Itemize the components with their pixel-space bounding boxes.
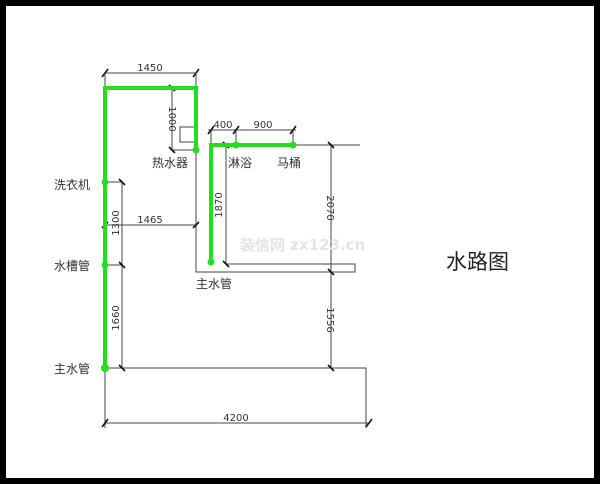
- water-heater-box: [179, 126, 196, 143]
- dim-total-width: 4200: [223, 413, 248, 424]
- water-pipes: [101, 86, 297, 372]
- dim-right-upper: 2070: [324, 195, 335, 220]
- label-main-pipe-left: 主水管: [54, 361, 90, 376]
- label-water-heater: 热水器: [152, 156, 188, 170]
- watermark: 装信网 zx123.cn: [239, 236, 365, 254]
- dim-washer-to-sink: 1300: [111, 210, 122, 235]
- label-shower: 淋浴: [228, 156, 252, 170]
- dim-shower-offset: 400: [213, 120, 232, 131]
- dim-riser: 1870: [214, 192, 225, 217]
- dim-heater-drop: 1000: [166, 106, 177, 131]
- diagram-title: 水路图: [446, 250, 509, 274]
- label-washer: 洗衣机: [54, 177, 90, 192]
- label-toilet: 马桶: [277, 155, 301, 170]
- dim-top-width: 1450: [137, 63, 162, 74]
- dim-right-lower: 1556: [324, 307, 335, 332]
- dim-toilet-offset: 900: [253, 120, 272, 131]
- label-main-pipe-center: 主水管: [196, 276, 232, 291]
- dim-sink-to-main: 1660: [111, 305, 122, 330]
- label-sink-pipe: 水槽管: [54, 258, 90, 273]
- dim-left-to-wall: 1465: [137, 215, 162, 226]
- wall-lines: [104, 126, 367, 428]
